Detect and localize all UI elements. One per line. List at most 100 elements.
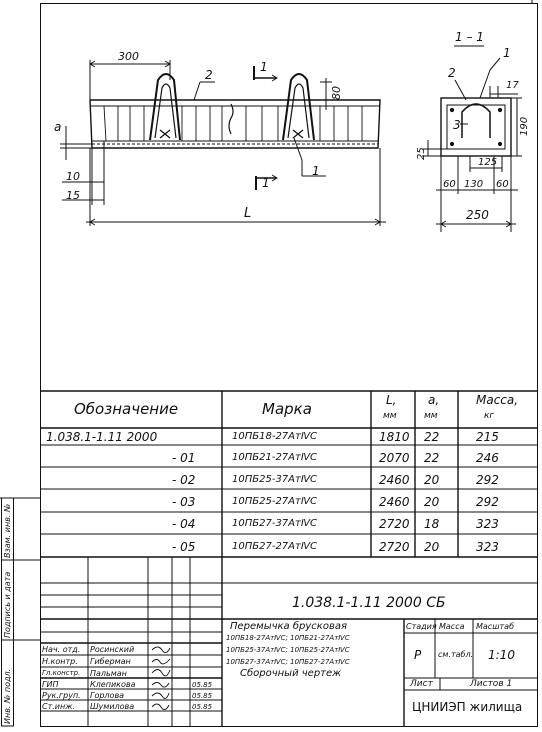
header-mass-unit: кг — [484, 411, 495, 421]
sheets-label: Листов 1 — [470, 679, 513, 689]
side-stamp-podpis: Подпись и дата — [3, 571, 12, 638]
dim-10: 10 — [66, 170, 80, 183]
dim-60-left: 60 — [443, 179, 456, 190]
row-L: 2070 — [379, 451, 410, 465]
role-name: Пальман — [90, 669, 127, 678]
dim-300: 300 — [118, 50, 139, 63]
section-1-1 — [422, 45, 522, 232]
dim-25: 25 — [416, 147, 427, 160]
row-designation: 1.038.1-1.11 2000 — [46, 430, 158, 444]
dim-17: 17 — [506, 80, 519, 91]
title-line-5: Сборочный чертеж — [240, 668, 342, 679]
role-name: Горлова — [90, 691, 125, 700]
row-L: 2460 — [379, 473, 410, 487]
stage-label: Стадия — [406, 622, 437, 631]
row-a: 20 — [424, 540, 440, 554]
role-date: 05.85 — [192, 692, 213, 700]
scale-label: Масштаб — [476, 622, 515, 631]
cut-1-bottom: 1 — [262, 176, 270, 190]
cut-1-top: 1 — [260, 60, 268, 74]
row-a: 22 — [424, 451, 440, 465]
spec-table-grid — [40, 390, 538, 558]
sec-pos-2: 2 — [448, 66, 456, 80]
title-block-grid — [40, 557, 538, 726]
header-designation: Обозначение — [74, 400, 179, 418]
dim-L: L — [244, 206, 252, 221]
header-mark: Марка — [262, 400, 312, 418]
mass-value: см.табл. — [438, 650, 474, 659]
header-L: L, — [386, 393, 397, 407]
dim-190: 190 — [519, 116, 530, 136]
row-a: 18 — [424, 517, 440, 531]
row-mass: 323 — [476, 517, 499, 531]
doc-code: 1.038.1-1.11 2000 СБ — [292, 595, 446, 611]
dim-250: 250 — [466, 208, 489, 222]
role-name: Гиберман — [90, 657, 131, 666]
row-L: 2720 — [379, 517, 410, 531]
role: Гл.констр. — [42, 669, 81, 677]
title-line-2: 10ПБ18-27АтⅣС; 10ПБ21-27АтⅣС — [226, 634, 350, 642]
side-stamp-grid — [0, 497, 40, 727]
role-date: 05.85 — [192, 703, 213, 711]
row-a: 20 — [424, 473, 440, 487]
row-mass: 292 — [476, 495, 499, 509]
row-mark: 10ПБ27-37АтⅣС — [232, 518, 318, 529]
row-designation: - 01 — [172, 451, 196, 465]
stage-value: Р — [414, 648, 422, 662]
row-mass: 292 — [476, 473, 499, 487]
dim-60-right: 60 — [496, 179, 509, 190]
row-L: 2720 — [379, 540, 410, 554]
row-L: 1810 — [379, 430, 410, 444]
row-a: 22 — [424, 430, 440, 444]
role-name: Росинский — [90, 645, 135, 654]
title-line-3: 10ПБ25-37АтⅣС; 10ПБ25-27АтⅣС — [226, 646, 350, 654]
role: Ст.инж. — [42, 702, 75, 711]
row-L: 2460 — [379, 495, 410, 509]
dim-130: 130 — [464, 179, 484, 190]
sec-pos-1: 1 — [503, 46, 511, 60]
header-mass: Масса, — [476, 393, 519, 407]
role-name: Клепикова — [90, 680, 136, 689]
role-date: 05.85 — [192, 681, 213, 689]
section-title: 1 – 1 — [455, 30, 484, 44]
pos-2-label: 2 — [205, 68, 213, 82]
side-stamp-inv-podl: Инв. № подл. — [3, 668, 12, 724]
row-mark: 10ПБ18-27АтⅣС — [232, 431, 318, 442]
row-mass: 323 — [476, 540, 499, 554]
row-designation: - 04 — [172, 517, 196, 531]
row-designation: - 03 — [172, 495, 196, 509]
organization: ЦНИИЭП жилища — [412, 700, 523, 714]
row-designation: - 02 — [172, 473, 196, 487]
header-a-unit: мм — [424, 411, 438, 421]
scale-value: 1:10 — [488, 648, 515, 662]
row-mark: 10ПБ25-27АтⅣС — [232, 496, 318, 507]
pos-1-label: 1 — [312, 164, 320, 178]
header-L-unit: мм — [383, 411, 397, 421]
row-mark: 10ПБ27-27АтⅣС — [232, 541, 318, 552]
sheet-label: Лист — [410, 679, 433, 689]
mass-label: Масса — [439, 622, 465, 631]
dim-125: 125 — [478, 157, 498, 168]
dim-80: 80 — [330, 86, 343, 100]
beam-elevation — [60, 60, 386, 226]
row-mass: 246 — [476, 451, 499, 465]
row-mark: 10ПБ25-37АтⅣС — [232, 474, 318, 485]
header-a: a, — [428, 393, 440, 407]
role-name: Шумилова — [90, 702, 135, 711]
side-stamp-vzam: Взам. инв. № — [3, 503, 12, 558]
row-designation: - 05 — [172, 540, 196, 554]
role: Н.контр. — [42, 657, 78, 666]
title-line-4: 10ПБ27-37АтⅣС; 10ПБ27-27АтⅣС — [226, 658, 350, 666]
row-mass: 215 — [476, 430, 499, 444]
signatures — [151, 646, 171, 710]
role: ГИП — [42, 680, 59, 689]
role: Нач. отд. — [42, 645, 81, 654]
sec-pos-3: 3 — [453, 118, 461, 132]
sheet-frame — [40, 3, 538, 727]
dim-15: 15 — [66, 189, 80, 202]
role: Рук.груп. — [42, 691, 81, 700]
row-a: 20 — [424, 495, 440, 509]
dim-a: a — [54, 120, 62, 134]
title-line-1: Перемычка брусковая — [230, 621, 347, 632]
